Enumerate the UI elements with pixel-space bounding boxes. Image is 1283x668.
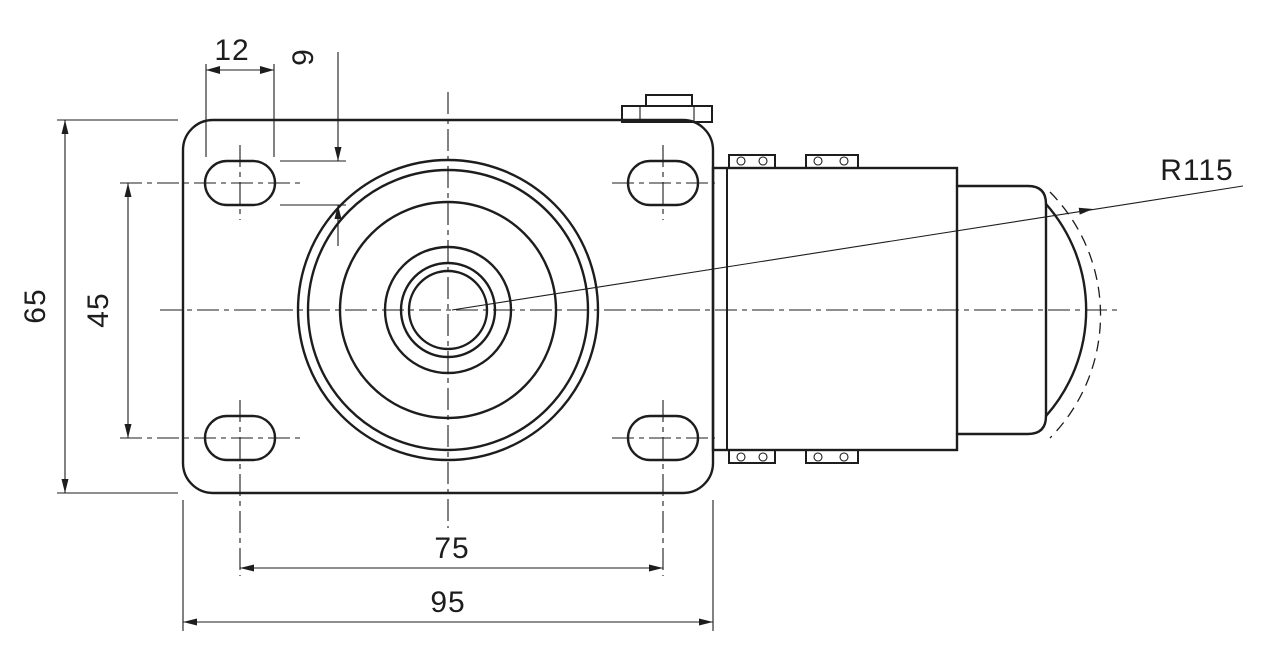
dimension-slot-width: 12 (205, 34, 275, 157)
arrowhead (260, 66, 274, 74)
arrowhead (649, 564, 663, 572)
wheel-hub-outline (955, 184, 1048, 436)
arrowhead (334, 205, 342, 219)
mounting-plate (120, 118, 715, 576)
arrowhead (206, 66, 220, 74)
arrowhead (240, 564, 254, 572)
dimension-slot-height: 9 (280, 48, 346, 246)
bolt-dot (758, 156, 768, 166)
dimension-text-12: 12 (214, 34, 249, 67)
kingpin-circle-inner (407, 269, 489, 351)
arrowhead (1078, 207, 1093, 215)
wheel-crown-arc (1044, 202, 1088, 418)
arrowhead (699, 618, 713, 626)
axle-tab-top-right (805, 154, 859, 169)
bearing-circle-mid (338, 200, 558, 420)
wheel-crown-reference-arc (1049, 191, 1102, 439)
arrowhead (124, 424, 132, 438)
bolt-dot (839, 156, 849, 166)
arrowhead (124, 183, 132, 197)
axle-tab-bottom-left (728, 449, 776, 464)
dimension-plate-width: 95 (182, 500, 714, 631)
dimension-text-95: 95 (430, 586, 465, 619)
bolt-dot (839, 452, 849, 462)
radius-leader-line (451, 185, 1244, 311)
axle-tab-bottom-right (805, 449, 859, 464)
centerlines (160, 92, 1118, 528)
arrowhead (334, 147, 342, 161)
arrowhead (61, 479, 69, 493)
swivel-bearing (296, 158, 600, 462)
kingpin-circle-outer (399, 261, 497, 359)
dimension-hole-pitch-vertical: 45 (82, 183, 132, 438)
grease-fitting (621, 94, 713, 123)
grease-fitting-top (645, 94, 693, 107)
housing-outline (711, 166, 959, 452)
bearing-circle-outer-inner (306, 168, 590, 452)
bolt-dot (758, 452, 768, 462)
bolt-dot (736, 156, 746, 166)
dimension-hole-pitch-horizontal: 75 (240, 532, 663, 572)
dimension-text-75: 75 (434, 532, 469, 565)
bolt-dot (813, 452, 823, 462)
dimension-text-65: 65 (19, 288, 52, 323)
bearing-circle-outer (296, 158, 600, 462)
bearing-circle-hub (383, 245, 513, 375)
bolt-dot (736, 452, 746, 462)
wheel-housing (711, 154, 959, 464)
dimension-text-9: 9 (287, 48, 320, 66)
bolt-dot (813, 156, 823, 166)
dimension-text-45: 45 (82, 292, 115, 327)
dimension-plate-depth: 65 (19, 119, 178, 494)
arrowhead (61, 120, 69, 134)
arrowhead (183, 618, 197, 626)
dimension-text-r115: R115 (1160, 154, 1234, 187)
wheel (955, 184, 1102, 439)
axle-tab-top-left (728, 154, 776, 169)
dimension-wheel-radius: R115 (451, 154, 1244, 311)
